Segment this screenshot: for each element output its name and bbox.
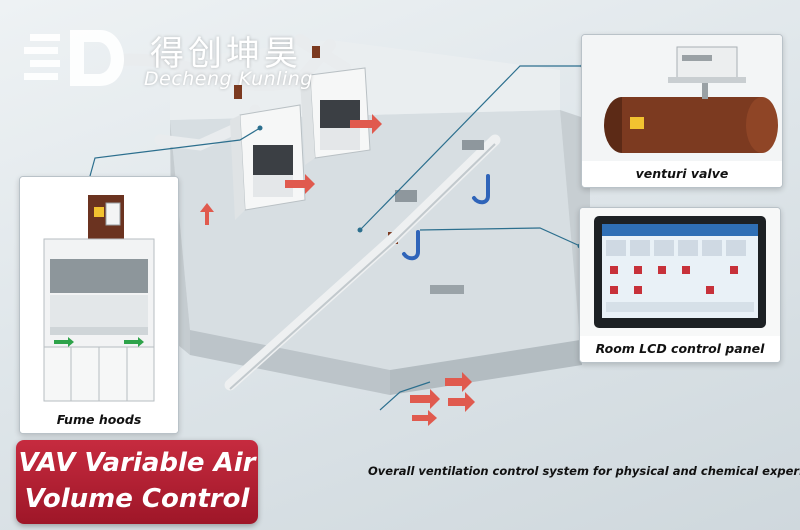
exhaust-duct-right (294, 34, 351, 74)
fume-hoods-caption: Fume hoods (20, 407, 178, 433)
room-panel-caption: Room LCD control panel (580, 336, 780, 362)
venturi-valve-image (582, 35, 782, 161)
room-panel-callout: Room LCD control panel (579, 207, 781, 363)
venturi-valve-callout: venturi valve (581, 34, 783, 188)
lcd-panel-image (580, 208, 780, 336)
d-logo-icon (24, 30, 125, 86)
supply-duct (224, 134, 501, 391)
valve-joint-1 (234, 85, 242, 99)
leader-lines (89, 65, 583, 411)
brand-name-english: Decheng Kunling (144, 68, 313, 90)
brand-name-chinese: 得创坤昊 (150, 34, 302, 74)
ceiling-diffuser-2 (462, 140, 484, 150)
fume-hoods-callout: Fume hoods (19, 176, 179, 434)
supply-air-arrows (200, 114, 475, 426)
vav-title-line-1: VAV Variable Air (18, 448, 256, 478)
ceiling-diffuser-1 (395, 190, 417, 202)
exhaust-duct-left (114, 39, 336, 92)
valve-joint-2 (312, 46, 320, 58)
fume-hood-image (20, 177, 178, 407)
lab-wall-front-right (390, 340, 582, 395)
fume-hood-unit-2 (300, 67, 371, 165)
system-subtitle: Overall ventilation control system for p… (368, 464, 800, 478)
venturi-valve-caption: venturi valve (582, 161, 782, 187)
vav-title-line-2: Volume Control (24, 484, 250, 514)
vav-title-banner: VAV Variable Air Volume Control (16, 440, 258, 524)
brand-logo: 得创坤昊 Decheng Kunling (22, 20, 312, 100)
return-air-arrows (402, 174, 490, 261)
supply-duct-shade (229, 143, 496, 390)
lab-wall-front-left (190, 330, 390, 395)
ceiling-diffuser-3 (430, 285, 464, 294)
